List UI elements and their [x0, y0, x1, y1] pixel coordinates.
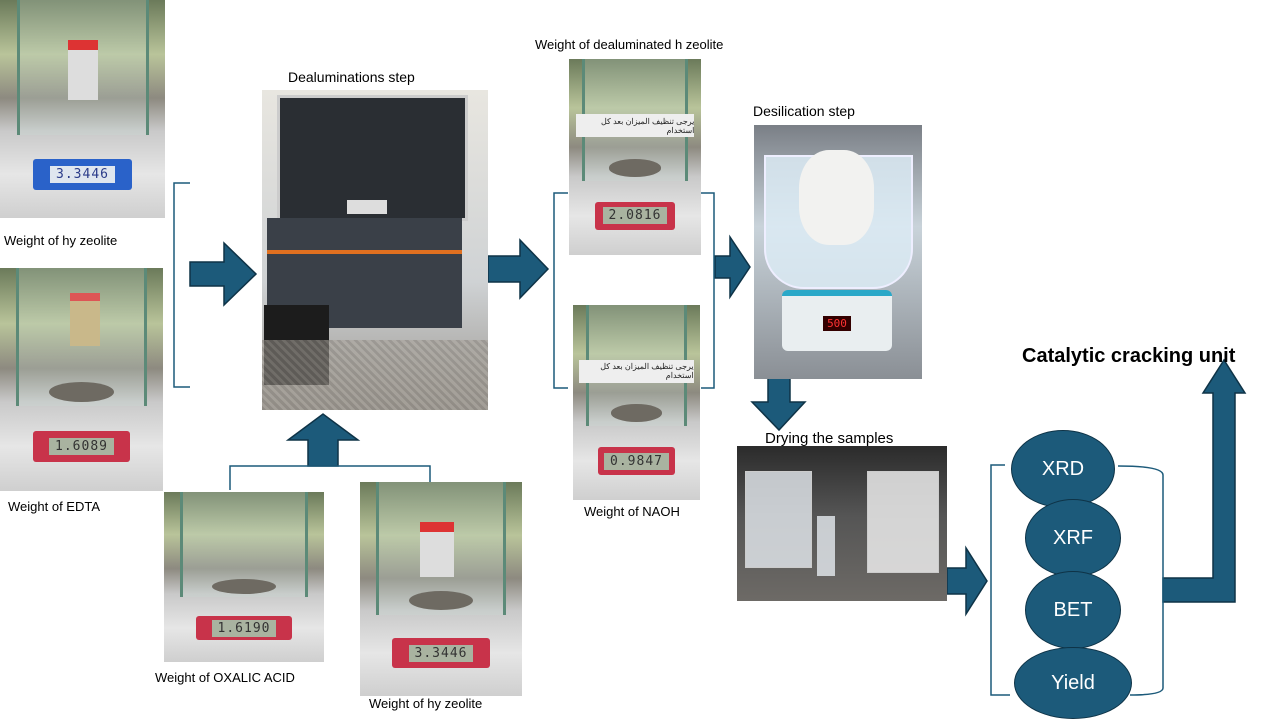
- stirrer-display: 500: [823, 316, 851, 331]
- arrow-elbow-up: [1162, 358, 1247, 603]
- arrow-right-4: [946, 545, 988, 617]
- balance-display: 1.6190: [211, 619, 277, 637]
- caption-oxalic-acid: Weight of OXALIC ACID: [155, 670, 295, 685]
- title-catalytic-cracking-unit: Catalytic cracking unit: [1022, 345, 1236, 367]
- bracket-oxalic: [229, 465, 431, 490]
- caption-naoh: Weight of NAOH: [584, 504, 680, 519]
- photo-balance-oxalic-acid: 1.6190: [164, 492, 324, 662]
- balance-display: 3.3446: [408, 644, 474, 662]
- balance-sign: يرجى تنظيف الميزان بعد كل استخدام: [579, 359, 694, 383]
- analysis-xrd: XRD: [1011, 430, 1115, 508]
- balance-sign: يرجى تنظيف الميزان بعد كل استخدام: [575, 113, 695, 138]
- balance-display: 0.9847: [604, 452, 669, 470]
- caption-edta: Weight of EDTA: [8, 499, 100, 514]
- bracket-left-1: [173, 182, 190, 388]
- bracket-right-2: [701, 192, 715, 389]
- photo-desilication-stirrer: 500: [754, 125, 922, 379]
- bracket-left-2: [553, 192, 568, 389]
- title-desilication: Desilication step: [753, 103, 855, 119]
- arrow-down-1: [750, 371, 807, 432]
- arrow-right-1: [189, 241, 258, 307]
- bracket-analysis-right: [1117, 465, 1164, 696]
- arrow-right-3: [714, 234, 751, 300]
- title-drying: Drying the samples: [765, 430, 894, 447]
- title-dealuminated-weight: Weight of dealuminated h zeolite: [535, 37, 724, 52]
- photo-dealumination-apparatus: [262, 90, 488, 410]
- balance-display: 1.6089: [49, 437, 114, 455]
- arrow-right-2: [487, 238, 550, 300]
- balance-display: 2.0816: [602, 207, 668, 225]
- analysis-yield: Yield: [1014, 647, 1132, 719]
- photo-balance-naoh: يرجى تنظيف الميزان بعد كل استخدام 0.9847: [573, 305, 700, 500]
- photo-balance-hy-zeolite-2: 3.3446: [360, 482, 522, 696]
- photo-drying-samples: [737, 446, 947, 601]
- caption-hy-zeolite-1: Weight of hy zeolite: [4, 233, 118, 248]
- analysis-xrf: XRF: [1025, 499, 1121, 577]
- photo-balance-dealuminated: يرجى تنظيف الميزان بعد كل استخدام 2.0816: [569, 59, 701, 255]
- balance-display: 3.3446: [50, 165, 115, 183]
- analysis-bet: BET: [1025, 571, 1121, 649]
- bracket-analysis-left: [990, 464, 1010, 696]
- caption-hy-zeolite-2: Weight of hy zeolite: [369, 696, 483, 711]
- photo-balance-hy-zeolite-1: 3.3446: [0, 0, 165, 218]
- photo-balance-edta: 1.6089: [0, 268, 163, 491]
- arrow-up-1: [285, 413, 361, 467]
- title-dealumination: Dealuminations step: [288, 69, 415, 85]
